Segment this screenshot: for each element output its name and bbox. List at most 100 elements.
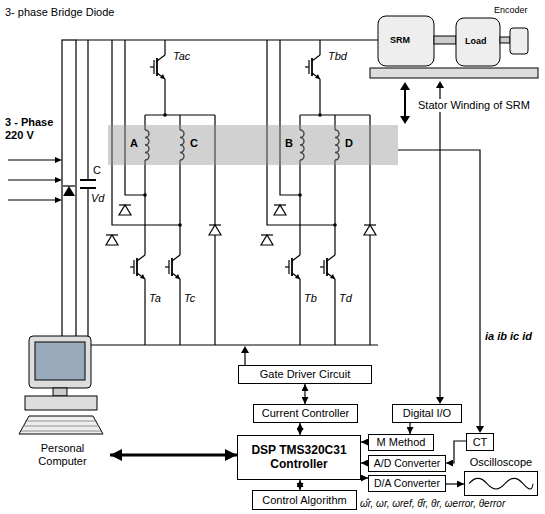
junction-dot [318, 113, 322, 117]
supply-arrow [55, 157, 62, 163]
igbt-lead [164, 79, 165, 115]
encoder-wire [439, 86, 440, 398]
dac-box: D/A Converter [368, 475, 446, 492]
keyboard [19, 416, 103, 434]
diode-symbol [119, 205, 131, 215]
wire [299, 160, 300, 255]
igbt-collector [137, 255, 145, 261]
shaft [500, 37, 510, 43]
diode-bar [106, 234, 118, 235]
keyboard-row [23, 426, 99, 427]
waveform-trace [469, 478, 533, 489]
label: Tb [304, 292, 317, 305]
keyboard-row [25, 421, 97, 422]
current-sense-wire [398, 150, 480, 427]
ct-box: CT [466, 433, 494, 451]
label: ω̂r, ωr, ωref, θ̂r, θr, ωerror, θerror [360, 498, 505, 510]
io-box: Digital I/O [392, 404, 462, 423]
igbt-gate-lead [130, 266, 134, 267]
igbt-gate-lead [320, 266, 324, 267]
igbt-lead [319, 40, 320, 55]
igbt-collector [312, 55, 320, 61]
diode-symbol [261, 235, 273, 245]
igbt-emitter [327, 273, 335, 279]
igbt-collector [157, 55, 165, 61]
gate-signal [244, 352, 245, 365]
computer-icon [15, 330, 110, 440]
connector [304, 384, 305, 404]
igbt-collector [327, 255, 335, 261]
node-text: Current Controller [260, 407, 351, 420]
capacitor-lead [87, 188, 88, 345]
igbt-lead [144, 279, 145, 345]
label: C [190, 137, 198, 150]
igbt-arrow [330, 274, 335, 279]
igbt-arrow [315, 74, 320, 79]
monitor-screen [35, 342, 85, 380]
shaft-coupling [434, 36, 456, 44]
node-text: D/A Converter [372, 477, 442, 489]
driver-box: Gate Driver Circuit [238, 365, 372, 384]
encoder-body [510, 28, 528, 54]
stator-band [108, 125, 398, 165]
label: C [93, 164, 101, 177]
label: SRM [390, 35, 410, 46]
node-text: M Method [375, 436, 428, 449]
igbt-lead [179, 279, 180, 345]
igbt-emitter [172, 273, 180, 279]
label: Vd [91, 192, 104, 205]
wire [144, 160, 145, 255]
supply-line [8, 179, 58, 180]
label: Load [465, 36, 487, 47]
computer-case [25, 396, 97, 410]
connector [361, 441, 368, 442]
algorithm-box: Control Algorithm [252, 490, 357, 510]
stator-arrow [400, 82, 410, 90]
igbt-gate-lead [150, 66, 154, 67]
waveform [465, 472, 537, 495]
supply-line [8, 159, 58, 160]
controller-box: Current Controller [253, 404, 358, 423]
connector [299, 480, 300, 490]
igbt-gate-lead [305, 66, 309, 67]
method-box: M Method [368, 434, 434, 451]
connector [361, 462, 368, 463]
igbt-gate-lead [285, 266, 289, 267]
diode-bar [209, 224, 221, 225]
diode-symbol [364, 225, 376, 235]
connector [446, 483, 464, 484]
igbt-arrow [140, 274, 145, 279]
junction-dot [163, 113, 167, 117]
wire [334, 160, 335, 255]
igbt-arrow [175, 274, 180, 279]
adc-box: A/D Converter [368, 455, 446, 472]
wire [125, 40, 145, 195]
label: ia ib ic id [485, 330, 532, 343]
srm-housing [378, 16, 434, 66]
node-text: A/D Converter [372, 457, 443, 469]
stator-link [404, 88, 406, 118]
connector [361, 477, 368, 478]
oscilloscope-screen [464, 471, 538, 496]
current-arrow [476, 426, 484, 433]
connector [299, 423, 300, 435]
node-text: Oscilloscope [464, 456, 538, 469]
igbt-lead [334, 279, 335, 345]
label: A [130, 137, 138, 150]
igbt-collector [292, 255, 300, 261]
oscilloscope-node: Oscilloscope [464, 456, 538, 496]
monitor [29, 336, 91, 388]
diode-symbol [106, 235, 118, 245]
igbt-emitter [137, 273, 145, 279]
supply-line [8, 199, 58, 200]
diode-bar [364, 224, 376, 225]
diode-bar [261, 234, 273, 235]
rectifier-diode-bar [63, 185, 75, 186]
junction-dot [143, 193, 147, 197]
label: D [345, 137, 353, 150]
dc-rail [76, 39, 378, 40]
rectifier-box [62, 40, 76, 345]
bench-base [370, 68, 538, 78]
wire [280, 40, 300, 195]
load-housing [456, 18, 500, 66]
